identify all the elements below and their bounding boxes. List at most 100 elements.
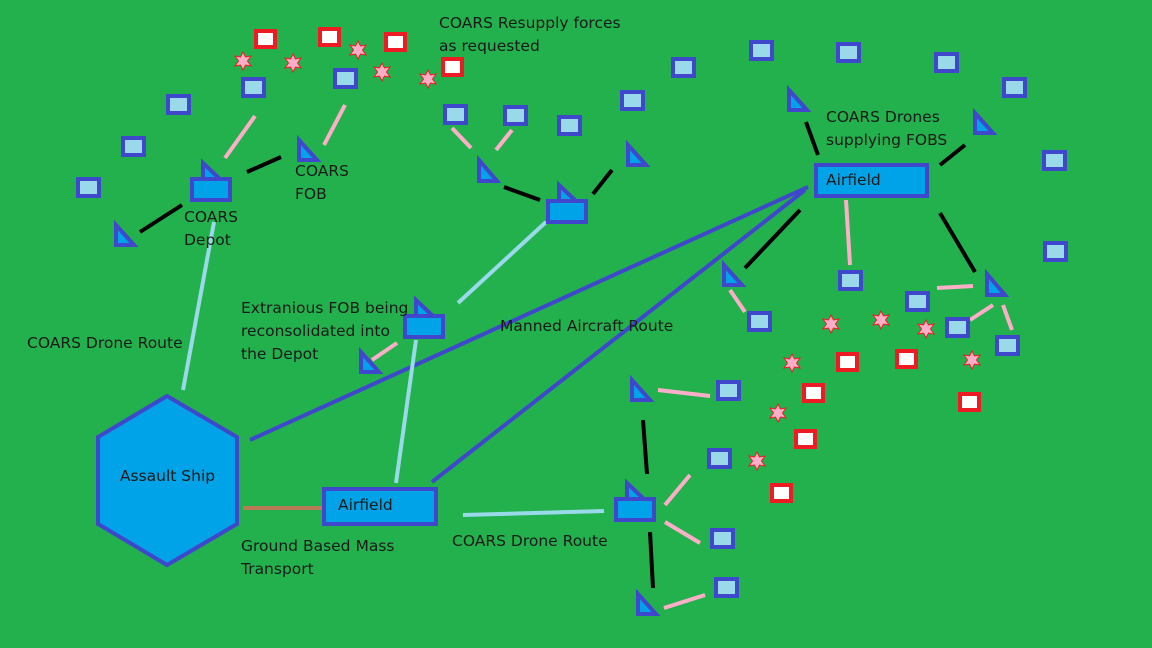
drone-icon <box>787 84 812 112</box>
friendly-unit-icon <box>905 291 930 312</box>
friendly-unit-icon <box>749 40 774 61</box>
link-pink <box>370 341 399 362</box>
burst-icon <box>916 318 936 340</box>
link-black <box>938 211 977 274</box>
fob-nodes <box>190 158 656 522</box>
burst-icon <box>962 349 982 371</box>
friendly-unit-icon <box>1042 150 1067 171</box>
friendly-unit-icon <box>671 57 696 78</box>
manned-route-ship-airfield <box>249 185 809 442</box>
burst-icon <box>233 50 253 72</box>
link-pink <box>322 104 347 146</box>
link-pink <box>936 284 974 290</box>
enemy-unit-icon <box>441 57 464 77</box>
friendly-unit-icon <box>620 90 645 111</box>
drones <box>114 84 1010 616</box>
link-pink <box>1001 304 1014 331</box>
burst-icon <box>821 313 841 335</box>
coars-depot-node <box>190 177 232 202</box>
link-pink <box>728 288 747 314</box>
burst-icon <box>418 68 438 90</box>
drone-route-fob-center <box>456 220 548 305</box>
link-pink <box>968 303 995 322</box>
friendly-unit-icon <box>716 380 741 401</box>
drone-icon <box>477 154 502 183</box>
extranious-fob-label: Extranious FOB being reconsolidated into… <box>241 299 409 363</box>
burst-icon <box>372 61 392 83</box>
fob-node <box>546 199 588 224</box>
friendly-unit-icon <box>76 177 101 198</box>
drone-icon <box>626 139 651 167</box>
drone-icon <box>973 107 998 135</box>
drone-icon <box>636 588 661 616</box>
friendly-unit-icon <box>503 105 528 126</box>
burst-icon <box>747 450 767 472</box>
coars-depot-label: COARS Depot <box>184 208 238 249</box>
enemy-unit-icon <box>958 392 981 412</box>
enemy-unit-icon <box>384 32 407 52</box>
burst-icon <box>768 402 788 424</box>
enemy-unit-icon <box>802 383 825 403</box>
ground-transport-label: Ground Based Mass Transport <box>241 537 395 578</box>
link-pink <box>450 126 473 150</box>
link-black <box>503 185 541 202</box>
friendly-unit-icon <box>995 335 1020 356</box>
friendly-unit-icon <box>747 311 772 332</box>
friendly-unit-icon <box>945 317 970 338</box>
link-pink <box>663 520 702 545</box>
airfield-top-node <box>814 163 929 198</box>
link-pink <box>844 199 852 266</box>
friendly-unit-icon <box>166 94 191 115</box>
enemy-unit-icon <box>895 349 918 369</box>
extranious-fob-node <box>403 314 445 339</box>
airfield-bottom-node <box>322 487 438 526</box>
link-pink <box>494 128 514 152</box>
friendly-unit-icon <box>714 577 739 598</box>
link-black <box>138 203 184 234</box>
drone-icon <box>985 268 1010 297</box>
drone-icon <box>722 259 747 287</box>
friendly-unit-icon <box>836 42 861 63</box>
friendly-unit-icon <box>121 136 146 157</box>
link-pink <box>663 473 692 507</box>
resupply-label: COARS Resupply forces as requested <box>439 14 621 55</box>
link-black <box>591 168 614 196</box>
link-black <box>246 155 282 174</box>
drone-icon <box>297 134 322 162</box>
friendly-unit-icon <box>707 448 732 469</box>
airfield-top-label: Airfield <box>826 171 881 189</box>
link-pink <box>657 388 711 398</box>
link-black <box>938 143 967 167</box>
friendly-unit-icon <box>1043 241 1068 262</box>
friendly-unit-icon <box>557 115 582 136</box>
drone-route-airfield-southfob <box>462 509 605 517</box>
coars-fob-label: COARS FOB <box>295 162 349 203</box>
drone-route-bottom-label: COARS Drone Route <box>452 532 608 550</box>
link-pink <box>663 593 706 610</box>
assault-ship-node <box>96 393 239 568</box>
drone-icon <box>630 374 655 402</box>
burst-icon <box>782 352 802 374</box>
drone-icon <box>359 346 384 374</box>
manned-aircraft-route-label: Manned Aircraft Route <box>500 317 674 335</box>
enemy-units <box>254 27 981 503</box>
friendly-unit-icon <box>838 270 863 291</box>
burst-icon <box>283 52 303 74</box>
friendly-unit-icon <box>333 68 358 89</box>
friendly-unit-icon <box>443 104 468 125</box>
friendly-units <box>76 40 1068 598</box>
link-black <box>804 121 820 156</box>
drone-icon <box>114 219 139 247</box>
burst-icon <box>348 39 368 61</box>
link-black <box>641 419 649 475</box>
drone-route-airfield-extranious <box>394 339 418 484</box>
manned-route-airfield-airfield <box>430 188 807 484</box>
burst-icon <box>871 309 891 331</box>
link-pink <box>223 114 257 160</box>
friendly-unit-icon <box>1002 77 1027 98</box>
airfield-bottom-label: Airfield <box>338 496 393 514</box>
drones-supplying-fobs-label: COARS Drones supplying FOBS <box>826 108 948 149</box>
enemy-unit-icon <box>318 27 341 47</box>
